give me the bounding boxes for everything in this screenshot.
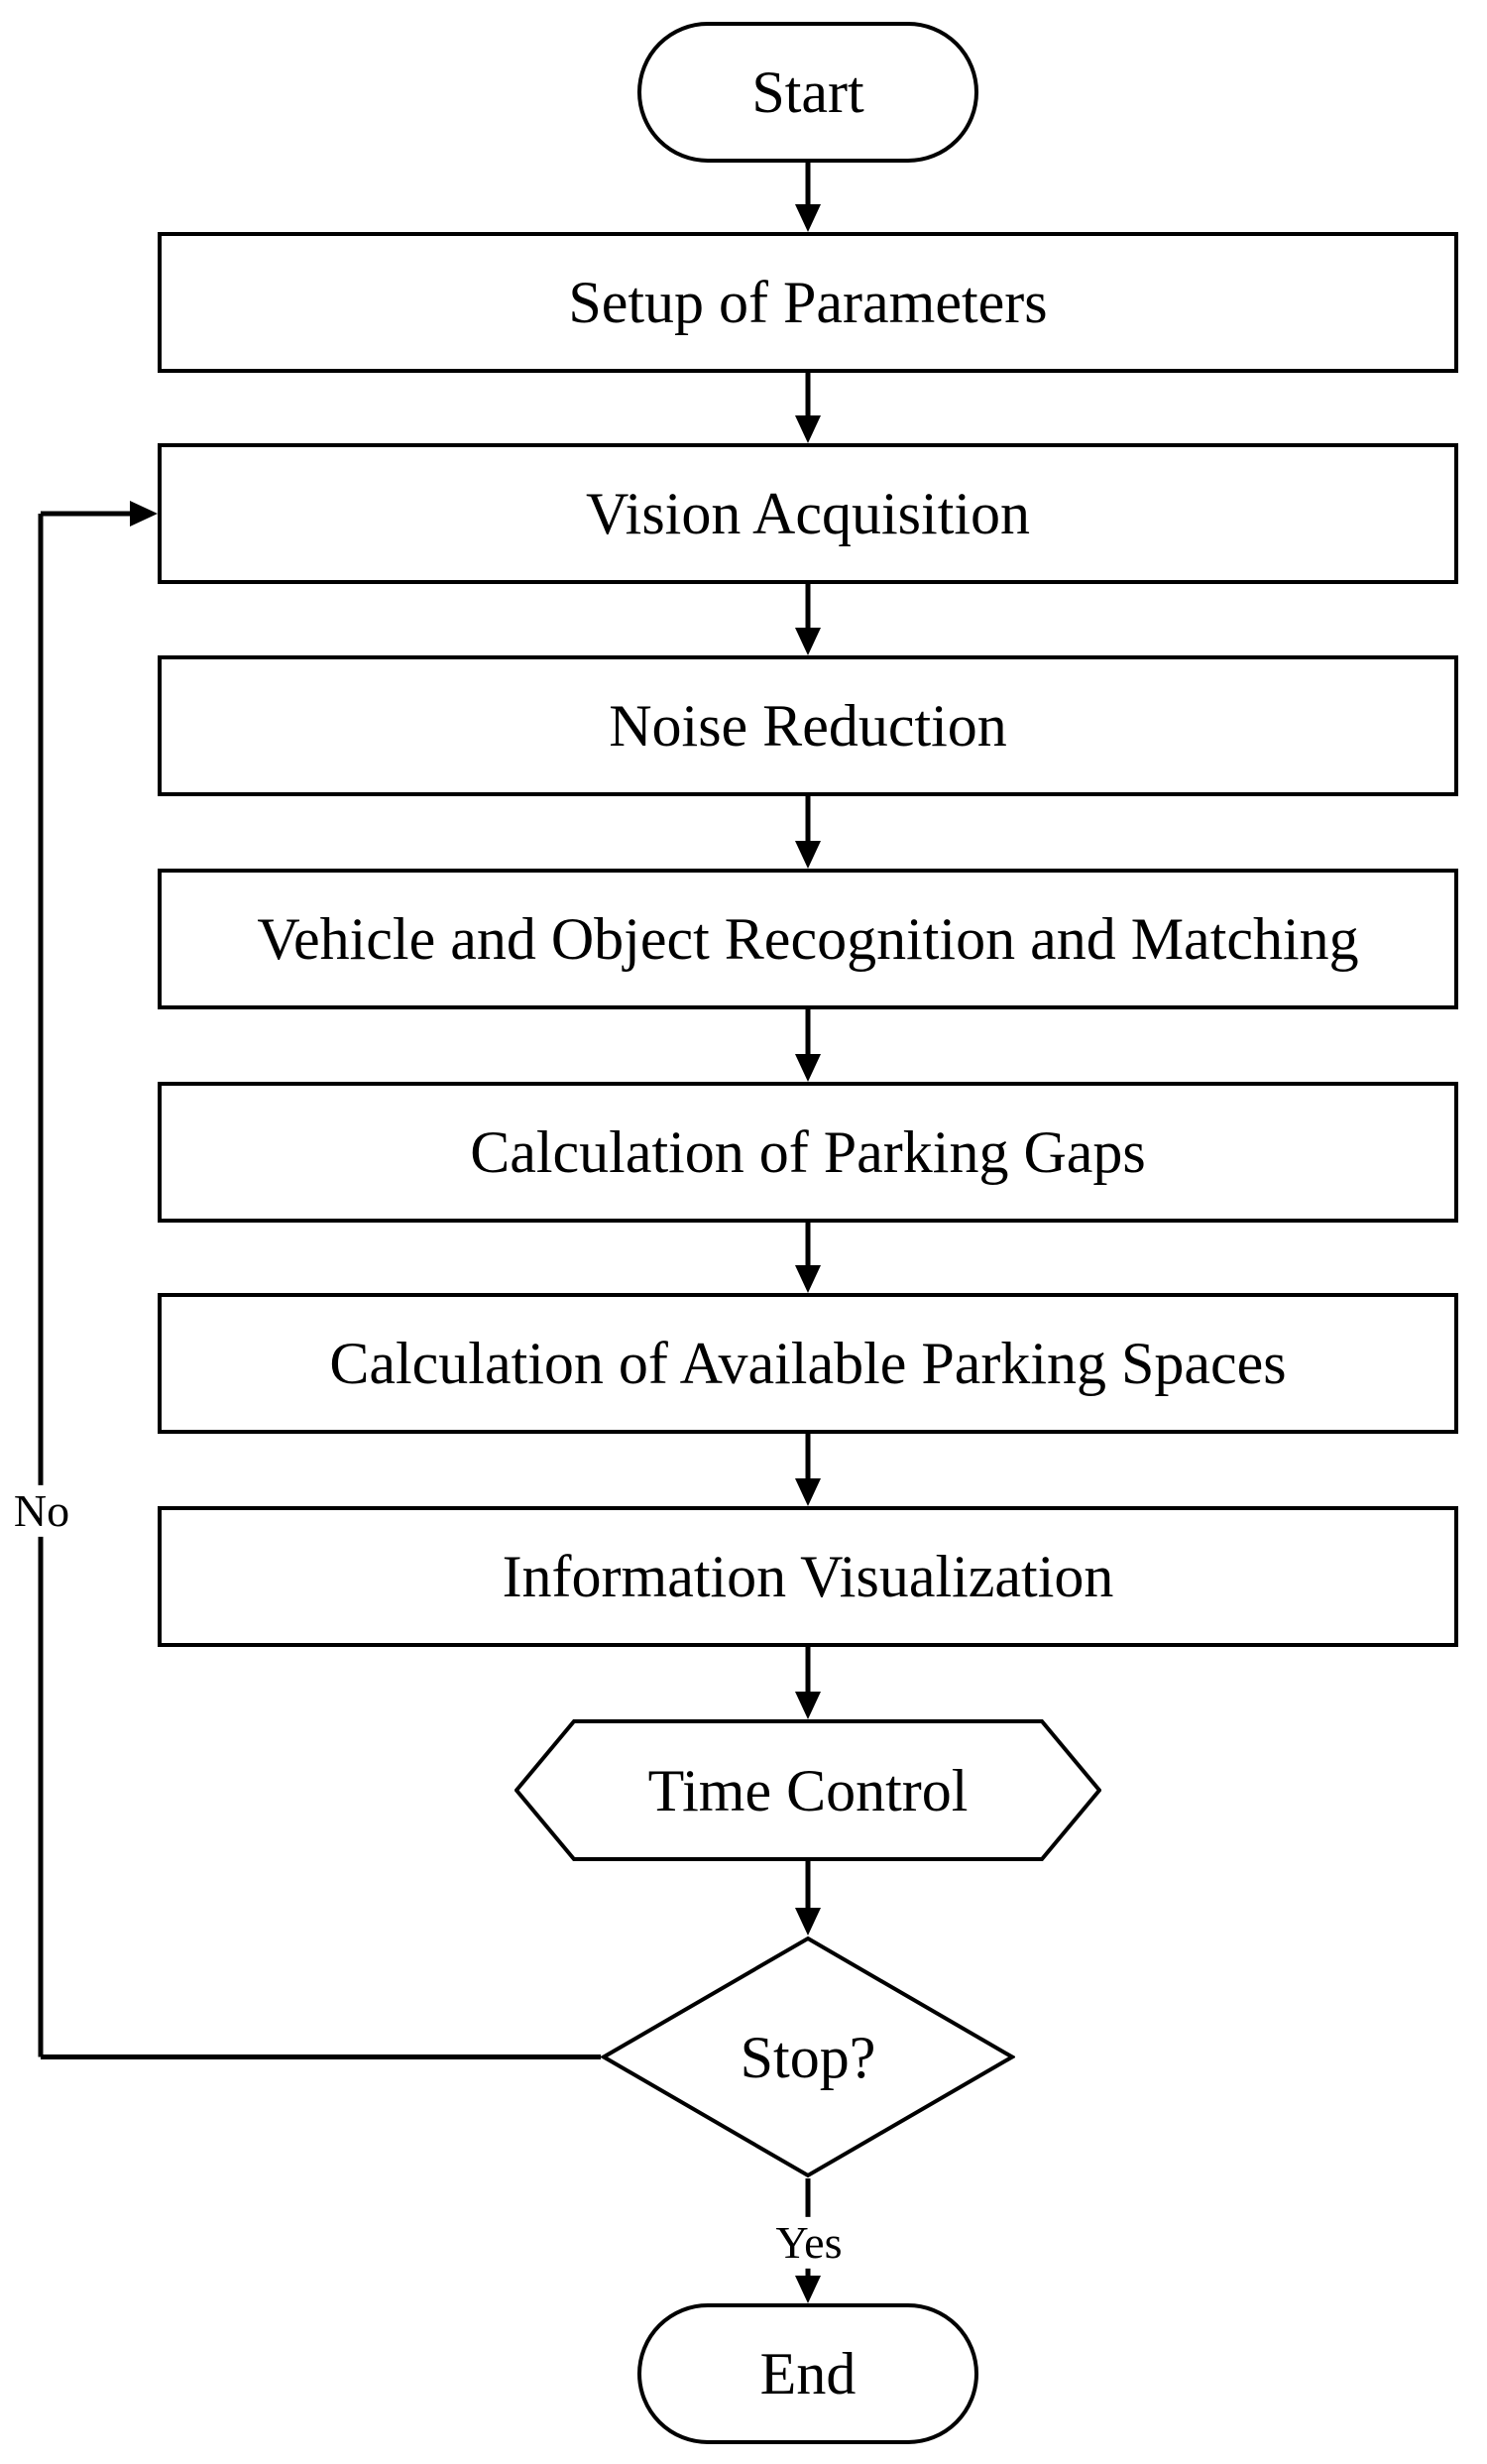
- edge-label-no: No: [8, 1484, 75, 1538]
- node-label: Information Visualization: [502, 1544, 1114, 1609]
- node-noise-reduction: Noise Reduction: [158, 655, 1458, 796]
- node-vision-acquisition: Vision Acquisition: [158, 443, 1458, 584]
- node-information-visualization: Information Visualization: [158, 1506, 1458, 1647]
- hexagon-shape: [515, 1719, 1101, 1861]
- node-label: Stop?: [740, 2024, 876, 2090]
- node-start: Start: [637, 22, 978, 163]
- edge-label-yes: Yes: [770, 2216, 848, 2270]
- node-time-control: Time Control: [515, 1719, 1101, 1861]
- node-label: Setup of Parameters: [568, 270, 1048, 335]
- node-label: Vision Acquisition: [585, 481, 1031, 546]
- node-calculation-parking-gaps: Calculation of Parking Gaps: [158, 1082, 1458, 1223]
- node-calculation-available-parking-spaces: Calculation of Available Parking Spaces: [158, 1293, 1458, 1434]
- node-label: Time Control: [647, 1757, 969, 1823]
- node-label: End: [759, 2341, 857, 2406]
- node-label: Calculation of Available Parking Spaces: [329, 1331, 1287, 1396]
- node-vehicle-object-recognition-matching: Vehicle and Object Recognition and Match…: [158, 869, 1458, 1009]
- node-setup-of-parameters: Setup of Parameters: [158, 232, 1458, 373]
- node-stop-decision: Stop?: [601, 1936, 1015, 2178]
- node-label: Noise Reduction: [609, 693, 1007, 759]
- arrowheads: [130, 204, 821, 2303]
- node-label: Start: [751, 59, 864, 125]
- node-label: Vehicle and Object Recognition and Match…: [257, 906, 1359, 972]
- diamond-shape: [601, 1936, 1015, 2178]
- node-end: End: [637, 2303, 978, 2444]
- node-label: Calculation of Parking Gaps: [470, 1119, 1146, 1185]
